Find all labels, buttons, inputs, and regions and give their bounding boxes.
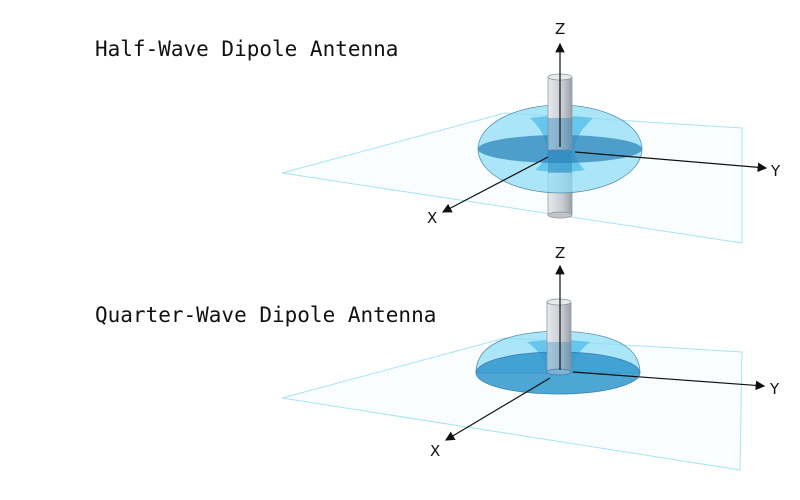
y-axis-label: Y [770,162,781,180]
z-axis-label: Z [555,244,565,262]
x-axis [441,156,549,213]
x-axis-label: X [430,442,440,460]
quarter-wave-diagram: Quarter-Wave Dipole Antenna Z Y X [95,244,780,471]
y-axis [574,151,768,173]
y-axis-label: Y [769,380,780,398]
half-wave-title: Half-Wave Dipole Antenna [95,37,398,61]
quarter-wave-title: Quarter-Wave Dipole Antenna [95,303,436,327]
x-axis [444,377,551,441]
x-axis-label: X [427,209,437,227]
y-axis [572,371,766,391]
z-axis-label: Z [555,20,565,38]
half-wave-diagram: Half-Wave Dipole Antenna Z Y X [95,20,781,244]
